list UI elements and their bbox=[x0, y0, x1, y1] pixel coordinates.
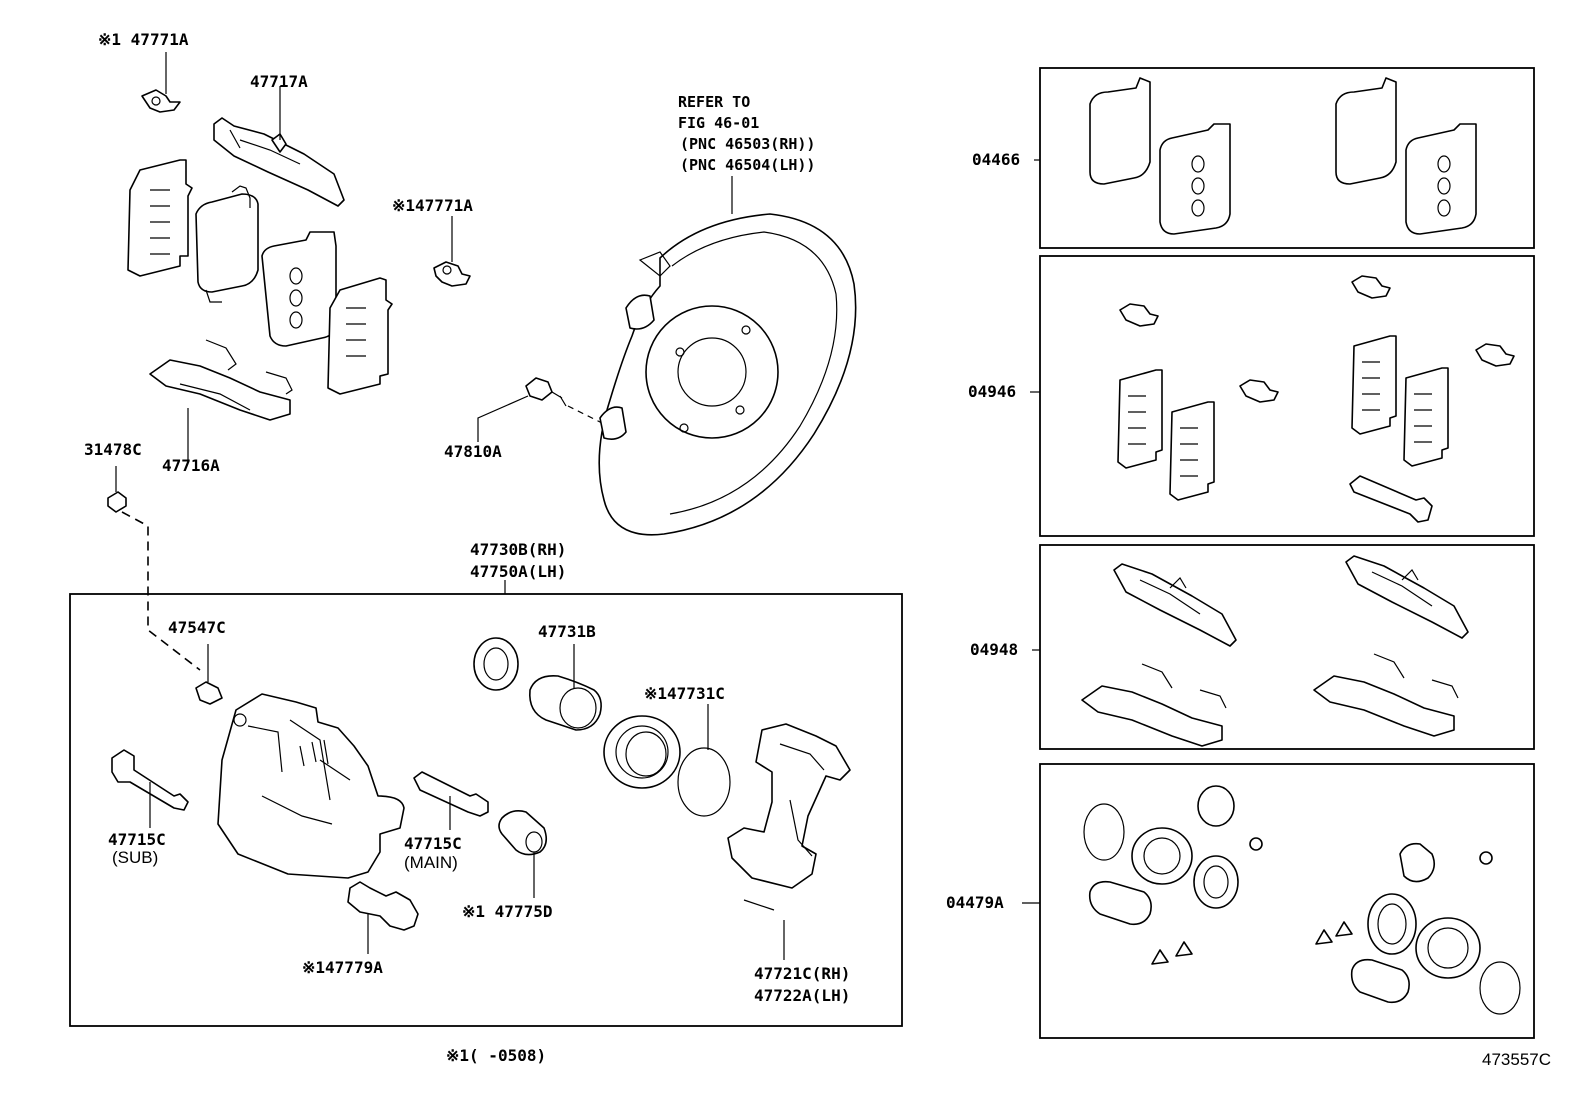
piston-icon bbox=[529, 644, 602, 731]
label-47547c: 47547C bbox=[168, 618, 226, 637]
piston-ring-icon bbox=[677, 704, 731, 817]
dust-cover-icon bbox=[598, 176, 857, 536]
label-kit-04946: 04946 bbox=[968, 382, 1017, 401]
kit-box-04948 bbox=[1039, 544, 1535, 750]
clip-mid-icon bbox=[433, 216, 471, 287]
label-sub: (SUB) bbox=[112, 848, 159, 867]
kit-box-04946 bbox=[1039, 255, 1535, 537]
label-147775d: ※1 47775D bbox=[462, 902, 553, 921]
piston-seal-icon bbox=[603, 715, 681, 789]
pad-shim-right-icon bbox=[327, 277, 393, 395]
label-main: (MAIN) bbox=[404, 853, 458, 872]
kit-box-04466 bbox=[1039, 67, 1535, 249]
caliper-mounting-icon bbox=[727, 723, 851, 960]
bolt-47779a-icon bbox=[347, 881, 419, 954]
guide-pin-main-icon bbox=[413, 771, 489, 830]
label-kit-04479a: 04479A bbox=[946, 893, 1004, 912]
boot-47775d-icon bbox=[498, 810, 548, 898]
label-47715c-main: 47715C bbox=[404, 834, 462, 853]
label-47731b: 47731B bbox=[538, 622, 596, 641]
label-47810a: 47810A bbox=[444, 442, 502, 461]
diagram-id: 473557C bbox=[1482, 1050, 1552, 1069]
kit-04946-shims-icon bbox=[1117, 275, 1515, 523]
label-refer-fig: FIG 46-01 bbox=[678, 114, 760, 132]
label-refer-pnc-rh: (PNC 46503(RH)) bbox=[680, 135, 816, 153]
bleeder-cap-icon bbox=[107, 466, 201, 671]
brake-pad-inner-icon bbox=[195, 185, 259, 303]
kit-04466-pads-icon bbox=[1089, 77, 1477, 235]
bolt-47810a-icon bbox=[477, 377, 605, 442]
brake-pad-outer-icon bbox=[261, 231, 337, 347]
footnote: ※1( -0508) bbox=[446, 1046, 547, 1065]
clip-part-icon bbox=[141, 52, 181, 113]
kit-04948-plates-icon bbox=[1081, 555, 1469, 747]
label-147731c: ※147731C bbox=[644, 684, 725, 703]
label-caliper-lh: 47750A(LH) bbox=[470, 562, 567, 581]
caliper-body-icon bbox=[217, 693, 405, 879]
pad-support-plate-icon bbox=[149, 339, 293, 460]
bleeder-screw-icon bbox=[195, 644, 223, 705]
label-clip-top: ※1 47771A bbox=[98, 30, 189, 49]
label-kit-04466: 04466 bbox=[972, 150, 1021, 169]
anti-squeal-shim-icon bbox=[213, 86, 345, 207]
caliper-assembly-box bbox=[69, 593, 903, 1027]
label-147779a: ※147779A bbox=[302, 958, 383, 977]
kit-04479a-seals-icon bbox=[1083, 785, 1521, 1015]
label-caliper-rh: 47730B(RH) bbox=[470, 540, 567, 559]
pad-shim-left-icon bbox=[127, 159, 193, 277]
guide-pin-sub-icon bbox=[111, 749, 189, 828]
label-47716a: 47716A bbox=[162, 456, 220, 475]
label-mounting-lh: 47722A(LH) bbox=[754, 986, 851, 1005]
label-clip-mid: ※147771A bbox=[392, 196, 473, 215]
label-kit-04948: 04948 bbox=[970, 640, 1019, 659]
kit-box-04479a bbox=[1039, 763, 1535, 1039]
label-refer-to: REFER TO bbox=[678, 93, 751, 111]
label-47715c-sub: 47715C bbox=[108, 830, 166, 849]
label-31478c: 31478C bbox=[84, 440, 142, 459]
label-refer-pnc-lh: (PNC 46504(LH)) bbox=[680, 156, 816, 174]
piston-boot-icon bbox=[473, 637, 519, 691]
label-mounting-rh: 47721C(RH) bbox=[754, 964, 851, 983]
label-47717a: 47717A bbox=[250, 72, 308, 91]
